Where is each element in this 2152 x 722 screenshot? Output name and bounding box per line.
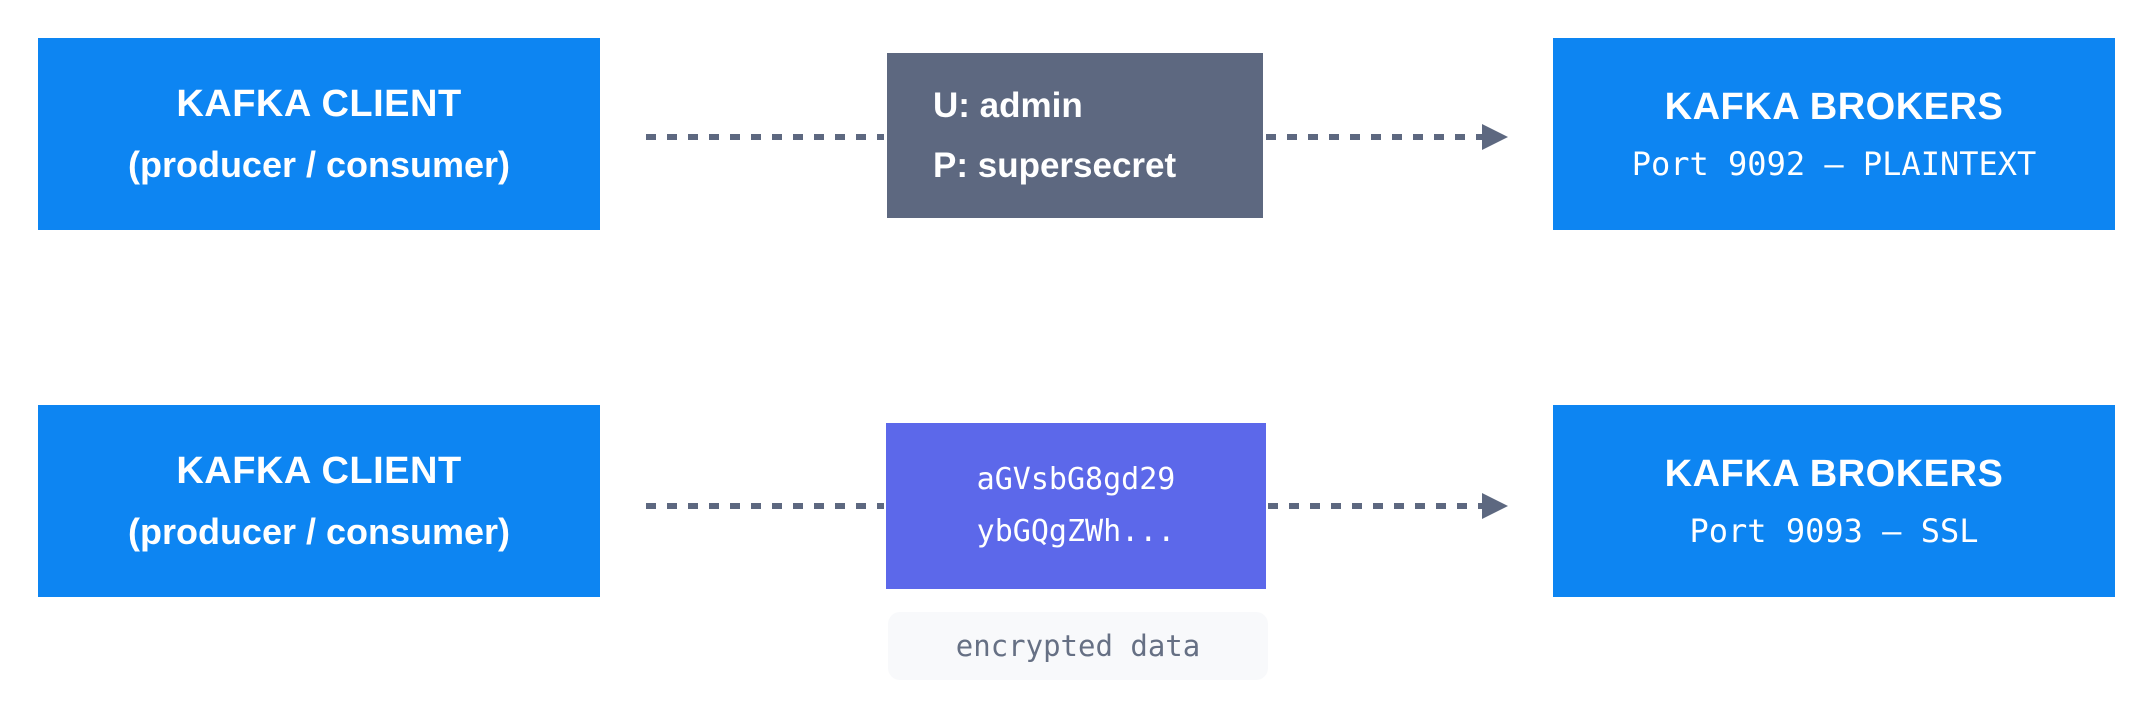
credentials-password: P: supersecret: [933, 145, 1177, 185]
kafka-client-box-ssl: KAFKA CLIENT (producer / consumer): [38, 405, 600, 597]
kafka-client-title: KAFKA CLIENT: [176, 450, 462, 492]
encrypted-payload-line1: aGVsbG8gd29: [976, 462, 1176, 497]
kafka-client-title: KAFKA CLIENT: [176, 83, 462, 125]
encrypted-data-caption-label: encrypted data: [955, 629, 1201, 663]
credentials-username: U: admin: [933, 85, 1083, 125]
kafka-client-subtitle: (producer / consumer): [127, 511, 511, 552]
kafka-brokers-box-plaintext: KAFKA BROKERS Port 9092 – PLAINTEXT: [1553, 38, 2115, 230]
arrowhead-icon: [1482, 493, 1508, 519]
kafka-client-subtitle: (producer / consumer): [127, 144, 511, 185]
encrypted-payload-box: aGVsbG8gd29 ybGQgZWh...: [886, 423, 1266, 589]
dashed-connector: [646, 134, 884, 140]
kafka-brokers-port-ssl: Port 9093 – SSL: [1689, 512, 1979, 550]
arrowhead-icon: [1482, 124, 1508, 150]
kafka-brokers-port-plaintext: Port 9092 – PLAINTEXT: [1631, 145, 2037, 183]
kafka-brokers-title: KAFKA BROKERS: [1664, 86, 2004, 128]
encrypted-payload-line2: ybGQgZWh...: [976, 514, 1176, 549]
dashed-connector: [1266, 134, 1482, 140]
kafka-brokers-title: KAFKA BROKERS: [1664, 453, 2004, 495]
dashed-connector: [1268, 503, 1482, 509]
credentials-box: U: admin P: supersecret: [887, 53, 1263, 218]
dashed-connector: [646, 503, 884, 509]
kafka-client-box-plaintext: KAFKA CLIENT (producer / consumer): [38, 38, 600, 230]
kafka-brokers-box-ssl: KAFKA BROKERS Port 9093 – SSL: [1553, 405, 2115, 597]
encrypted-data-caption: encrypted data: [888, 612, 1268, 680]
